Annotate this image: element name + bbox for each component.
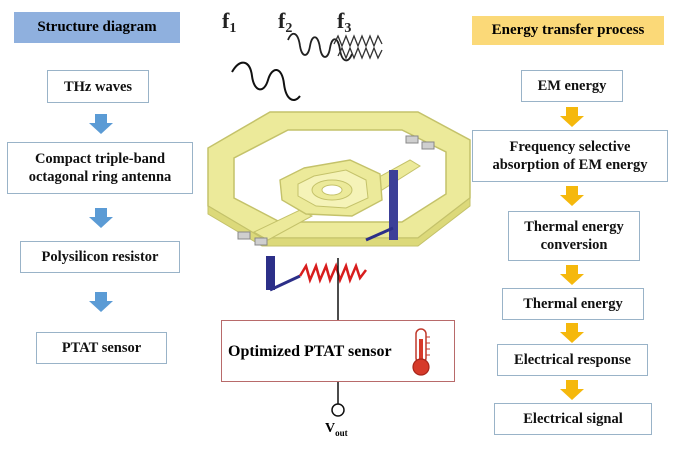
structure-diagram-header: Structure diagram [14,12,180,43]
down-arrow-icon [89,114,113,134]
down-arrow-icon [89,292,113,312]
step-ptat-sensor: PTAT sensor [36,332,167,364]
resistor-leads [266,170,398,292]
optimized-ptat-sensor-box: Optimized PTAT sensor [221,320,455,382]
down-arrow-icon [560,323,584,343]
step-electrical-response: Electrical response [497,344,648,376]
down-arrow-icon [89,208,113,228]
wave-f2 [287,32,353,62]
freq-label-f2: f2 [278,8,293,36]
step-em-energy: EM energy [521,70,623,102]
resistor-icon [298,262,367,284]
wave-f3 [333,34,383,60]
octagonal-ring-antenna [207,111,471,247]
thermometer-icon [412,328,430,376]
wave-f1 [231,61,301,101]
step-electrical-signal: Electrical signal [494,403,652,435]
vout-terminal [331,403,345,417]
freq-label-f3: f3 [337,8,352,36]
down-arrow-icon [560,380,584,400]
step-thermal-energy-conversion: Thermal energy conversion [508,211,640,261]
step-thz-waves: THz waves [47,70,149,103]
sensor-label: Optimized PTAT sensor [228,343,392,360]
step-polysilicon-resistor: Polysilicon resistor [20,241,180,273]
freq-label-f1: f1 [222,8,237,36]
energy-transfer-header: Energy transfer process [472,16,664,45]
down-arrow-icon [560,107,584,127]
step-frequency-selective-absorption: Frequency selective absorption of EM ene… [472,130,668,182]
step-antenna: Compact triple-band octagonal ring anten… [7,142,193,194]
vout-label: Vout [325,421,348,438]
down-arrow-icon [560,186,584,206]
step-thermal-energy: Thermal energy [502,288,644,320]
down-arrow-icon [560,265,584,285]
